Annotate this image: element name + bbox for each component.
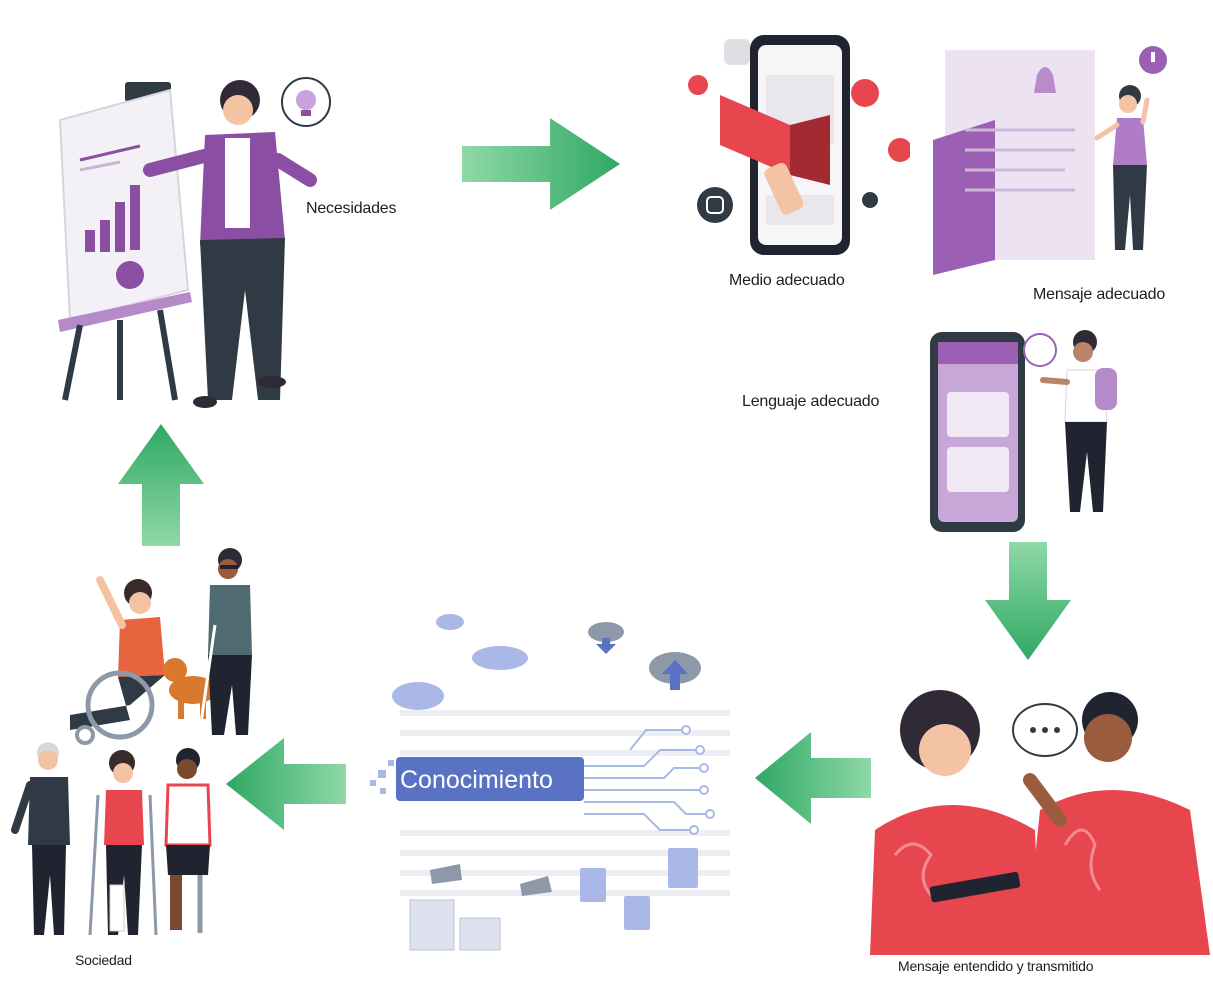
arrow-right <box>462 118 620 210</box>
label-necesidades: Necesidades <box>306 200 397 217</box>
arrow-left-bottom-left <box>226 738 346 830</box>
arrow-down <box>985 542 1071 660</box>
label-lenguaje-adecuado: Lenguaje adecuado <box>742 393 880 410</box>
translate-phone-illustration <box>930 330 1117 532</box>
cloud-data-illustration <box>370 614 730 951</box>
conversation-illustration <box>870 690 1210 955</box>
conocimiento-label: Conocimiento <box>400 766 553 794</box>
society-group-illustration <box>11 548 252 936</box>
label-mensaje-adecuado: Mensaje adecuado <box>1033 286 1166 303</box>
arrow-up <box>118 424 204 546</box>
arrow-left-bottom-right <box>755 732 871 824</box>
label-medio-adecuado: Medio adecuado <box>729 272 845 289</box>
document-notification-illustration <box>933 46 1167 275</box>
presenter-illustration <box>58 77 331 408</box>
conocimiento-block <box>396 757 584 801</box>
label-mensaje-entendido: Mensaje entendido y transmitido <box>898 958 1094 974</box>
megaphone-phone-illustration <box>688 35 910 255</box>
label-sociedad: Sociedad <box>75 952 132 968</box>
